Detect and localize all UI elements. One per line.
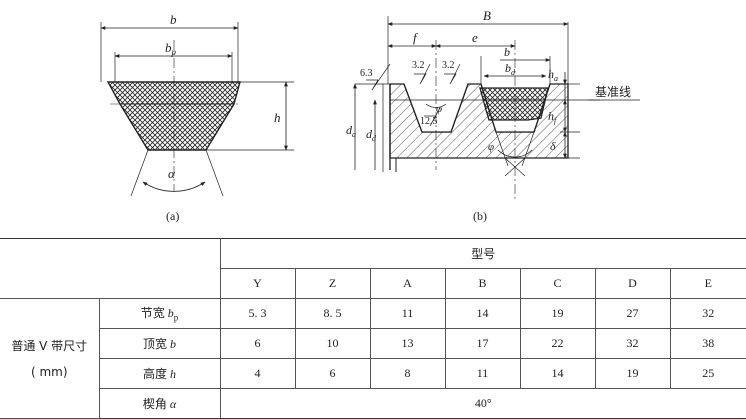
- model-cell: Y: [220, 268, 296, 299]
- model-cell: B: [444, 268, 521, 299]
- roughness-6-3: 6.3: [360, 68, 373, 79]
- label-phi-1: φ: [436, 103, 442, 115]
- value-cell: 8. 5: [294, 298, 371, 329]
- row-label: 顶宽 b: [99, 328, 221, 359]
- model-cell: C: [519, 268, 596, 299]
- model-cell: A: [369, 268, 446, 299]
- caption-a: (a): [166, 209, 179, 223]
- value-cell: 11: [444, 358, 521, 389]
- value-cell: 19: [594, 358, 671, 389]
- value-cell: 4: [219, 358, 296, 389]
- value-cell: 22: [519, 328, 596, 359]
- value-cell: 10: [294, 328, 371, 359]
- value-cell: 6: [294, 358, 371, 389]
- label-f: f: [413, 30, 419, 45]
- table-header-row: 型号: [0, 238, 746, 299]
- value-cell: 8: [369, 358, 446, 389]
- model-header: 型号: [219, 238, 746, 269]
- table-row: 高度 h 4 6 8 11 14 19 25: [0, 358, 746, 389]
- model-cell: Z: [294, 268, 371, 299]
- v-belt-spec-table: 型号 Y Z A B C D E 普通 V 带尺寸 ( mm) 节宽 bp 5.…: [0, 238, 746, 419]
- group-label-line1: 普通 V 带尺寸: [11, 338, 88, 353]
- label-alpha: α: [168, 166, 176, 181]
- value-cell: 19: [519, 298, 596, 329]
- value-cell: 32: [594, 328, 671, 359]
- value-cell: 14: [444, 298, 521, 329]
- model-cell: E: [669, 268, 746, 299]
- value-cell: 6: [219, 328, 296, 359]
- pulley-groove-section: [353, 16, 640, 200]
- label-b: b: [170, 12, 177, 27]
- value-cell: 14: [519, 358, 596, 389]
- label-h: h: [274, 110, 281, 125]
- roughness-12-5: 12.5: [420, 116, 438, 127]
- value-cell: 38: [669, 328, 746, 359]
- label-phi-2: φ: [488, 141, 494, 153]
- label-delta: δ: [550, 139, 556, 153]
- label-hf: hf: [548, 109, 558, 125]
- label-b2: b: [504, 45, 510, 59]
- model-cell: D: [594, 268, 671, 299]
- table-row: 普通 V 带尺寸 ( mm) 节宽 bp 5. 3 8. 5 11 14 19 …: [0, 298, 746, 419]
- datum-line-label: 基准线: [595, 85, 631, 99]
- v-belt-drawing: b bp h α (a): [100, 8, 640, 223]
- value-cell: 17: [444, 328, 521, 359]
- value-cell: 27: [594, 298, 671, 329]
- value-cell: 11: [369, 298, 446, 329]
- row-label: 高度 h: [99, 358, 221, 389]
- value-cell: 5. 3: [219, 298, 296, 329]
- roughness-3-2-a: 3.2: [412, 60, 425, 71]
- v-belt-figure: b bp h α (a): [100, 8, 640, 223]
- value-cell: 25: [669, 358, 746, 389]
- label-da: da: [346, 123, 356, 139]
- caption-b: (b): [473, 209, 487, 223]
- group-label-line2: ( mm): [30, 364, 68, 379]
- group-label: 普通 V 带尺寸 ( mm): [0, 298, 100, 419]
- row-label: 楔角 α: [99, 388, 221, 419]
- label-ha: ha: [548, 67, 558, 83]
- value-cell: 13: [369, 328, 446, 359]
- label-dd: dd: [366, 127, 377, 143]
- roughness-3-2-b: 3.2: [442, 60, 455, 71]
- corner-cell: [0, 238, 221, 299]
- row-label: 节宽 bp: [98, 298, 221, 329]
- wedge-angle-value: 40°: [219, 388, 746, 419]
- table-row: 楔角 α 40°: [0, 388, 746, 419]
- label-bp: bp: [165, 40, 177, 57]
- table-row: 顶宽 b 6 10 13 17 22 32 38: [0, 328, 746, 359]
- label-B: B: [483, 8, 491, 23]
- belt-cross-section: [100, 22, 294, 197]
- label-e: e: [472, 30, 478, 45]
- value-cell: 32: [669, 298, 746, 329]
- label-bd: bd: [505, 61, 516, 77]
